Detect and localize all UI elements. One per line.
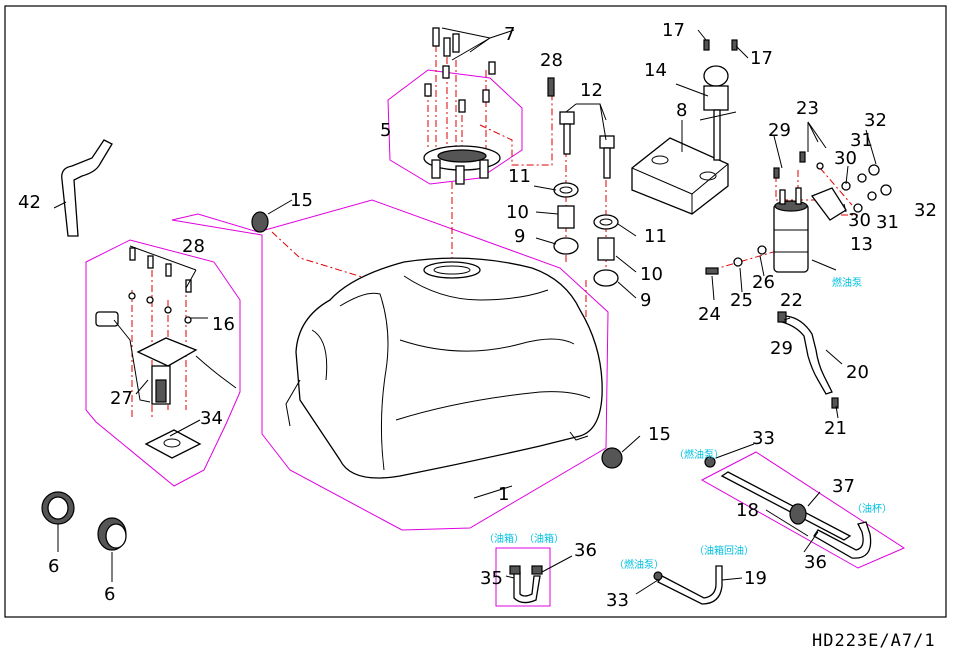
callout-26: 26 [752, 272, 775, 293]
callout-28-a: 28 [540, 50, 563, 71]
callout-29-a: 29 [768, 120, 791, 141]
callout-18: 18 [736, 500, 759, 521]
callout-1: 1 [498, 484, 509, 505]
callout-24: 24 [698, 304, 721, 325]
callout-21: 21 [824, 418, 847, 439]
callout-23: 23 [796, 98, 819, 119]
drawing-code: HD223E/A7/1 [812, 631, 936, 651]
bolts-12 [559, 111, 615, 179]
hose-35-36-box [495, 547, 551, 607]
callout-28-b: 28 [182, 236, 205, 257]
callout-29-b: 29 [770, 338, 793, 359]
hose-35 [509, 565, 543, 604]
cap-6-solid [97, 517, 127, 551]
callout-8: 8 [676, 100, 687, 121]
callout-27: 27 [110, 388, 133, 409]
callout-5: 5 [380, 120, 391, 141]
callout-13: 13 [850, 234, 873, 255]
callout-34: 34 [200, 408, 223, 429]
callout-15-b: 15 [648, 424, 671, 445]
callout-17-a: 17 [662, 20, 685, 41]
callout-33-b: 33 [606, 590, 629, 611]
callout-30-a: 30 [834, 148, 857, 169]
hose-20 [777, 311, 839, 409]
callout-36-a: 36 [574, 540, 597, 561]
callout-7: 7 [504, 24, 515, 45]
level-sensor-group-outline [85, 239, 241, 487]
fuel-pump [773, 187, 847, 273]
callout-42: 42 [18, 192, 41, 213]
callout-31-a: 31 [850, 130, 873, 151]
mount-stack-right [593, 214, 619, 287]
hose-19 [653, 565, 723, 605]
callout-6-b: 6 [104, 584, 115, 605]
callout-11-a: 11 [508, 166, 531, 187]
label-fuel-rail: （油杯） [852, 502, 892, 515]
callout-11-b: 11 [644, 226, 667, 247]
bolts-28-lower [129, 247, 192, 293]
fuel-tank [285, 257, 603, 479]
label-fuel-pump-b: （燃油泵） [614, 558, 664, 571]
callout-9-b: 9 [640, 290, 651, 311]
pad-8 [631, 137, 729, 215]
valve-14 [699, 39, 738, 161]
callout-22: 22 [780, 290, 803, 311]
grommet-15-lower [601, 447, 623, 469]
callout-19: 19 [744, 568, 767, 589]
callout-numbers: 1 5 6 6 7 8 9 9 10 10 11 11 12 13 14 15 … [18, 20, 937, 611]
callout-20: 20 [846, 362, 869, 383]
level-sensor [95, 292, 237, 459]
label-fuel-pump-a: （燃油泵） [674, 448, 724, 461]
hose-42 [61, 139, 113, 237]
callout-6-a: 6 [48, 556, 59, 577]
callout-33-a: 33 [752, 428, 775, 449]
mount-stack-left [553, 182, 579, 255]
callout-10-a: 10 [506, 202, 529, 223]
callout-25: 25 [730, 290, 753, 311]
drawing-frame [4, 5, 947, 618]
callout-30-b: 30 [848, 210, 871, 231]
callout-31-b: 31 [876, 212, 899, 233]
screws-7 [424, 27, 496, 113]
callout-10-b: 10 [640, 264, 663, 285]
label-fuel-tank-b: （油箱） [524, 532, 564, 545]
callout-16: 16 [212, 314, 235, 335]
annotations: 燃油泵 （油箱） （油箱） （燃油泵） （燃油泵） （油箱回油） （油杯） [484, 276, 892, 571]
label-fuel-tank-a: （油箱） [484, 532, 524, 545]
callout-35: 35 [480, 568, 503, 589]
leader-lines [53, 27, 877, 595]
callout-15-a: 15 [290, 190, 313, 211]
callout-17-b: 17 [750, 48, 773, 69]
fuel-rail-18 [704, 456, 872, 559]
fuel-rail-group-outline [700, 451, 906, 569]
grommet-15-upper [251, 211, 269, 233]
fasteners-right [705, 151, 892, 275]
callout-32-b: 32 [914, 200, 937, 221]
fuel-cap-assembly [423, 145, 501, 185]
callout-36-b: 36 [804, 552, 827, 573]
label-fuel-return: （油箱回油） [694, 544, 754, 557]
bolt-28-upper [547, 77, 555, 97]
callout-14: 14 [644, 60, 667, 81]
callout-32-a: 32 [864, 110, 887, 131]
callout-37: 37 [832, 476, 855, 497]
callout-9-a: 9 [514, 226, 525, 247]
cap-6-ring [41, 491, 75, 525]
callout-12: 12 [580, 80, 603, 101]
label-fuel-pump: 燃油泵 [832, 276, 862, 289]
